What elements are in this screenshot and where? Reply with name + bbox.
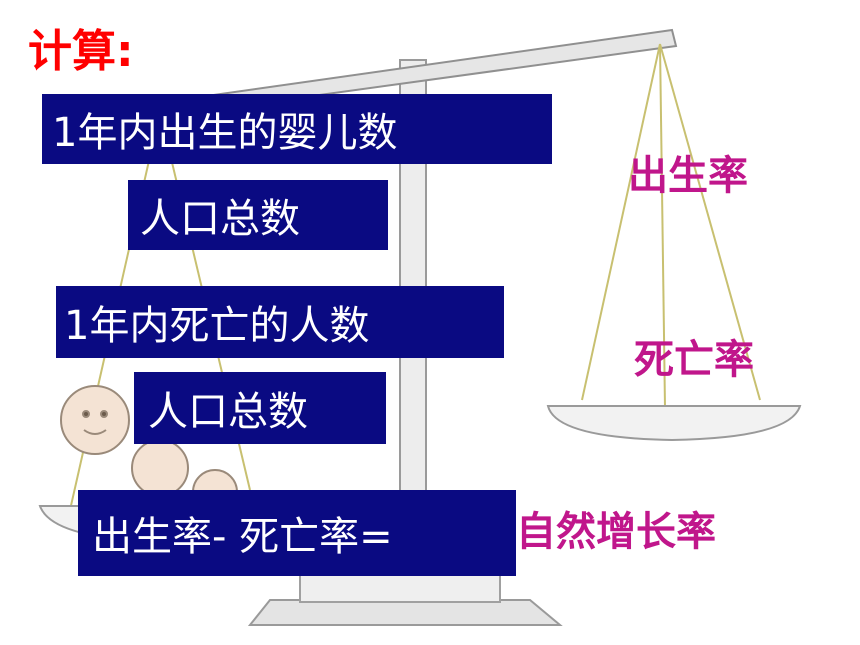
right-string-icon <box>659 43 761 401</box>
natural-growth-rate-label: 自然增长率 <box>516 509 716 555</box>
death-numerator-text: 1年内死亡的人数 <box>64 303 370 349</box>
death-rate-label: 死亡率 <box>634 337 754 383</box>
birth-numerator-box: 1年内出生的婴儿数 <box>42 94 552 164</box>
difference-text: 出生率- 死亡率= <box>92 514 393 560</box>
death-denominator-box: 人口总数 <box>134 372 386 444</box>
birth-denominator-text: 人口总数 <box>140 196 300 242</box>
page-title: 计算: <box>28 26 134 77</box>
baby-illustration <box>60 385 238 515</box>
difference-box: 出生率- 死亡率= <box>78 490 516 576</box>
birth-rate-label: 出生率 <box>628 153 748 199</box>
right-string-icon <box>581 43 661 401</box>
death-denominator-text: 人口总数 <box>148 389 308 435</box>
death-numerator-box: 1年内死亡的人数 <box>56 286 504 358</box>
right-pan-icon <box>546 405 802 442</box>
birth-denominator-box: 人口总数 <box>128 180 388 250</box>
scale-base-icon <box>247 599 563 626</box>
birth-numerator-text: 1年内出生的婴儿数 <box>52 110 398 156</box>
right-string-icon <box>659 43 666 409</box>
